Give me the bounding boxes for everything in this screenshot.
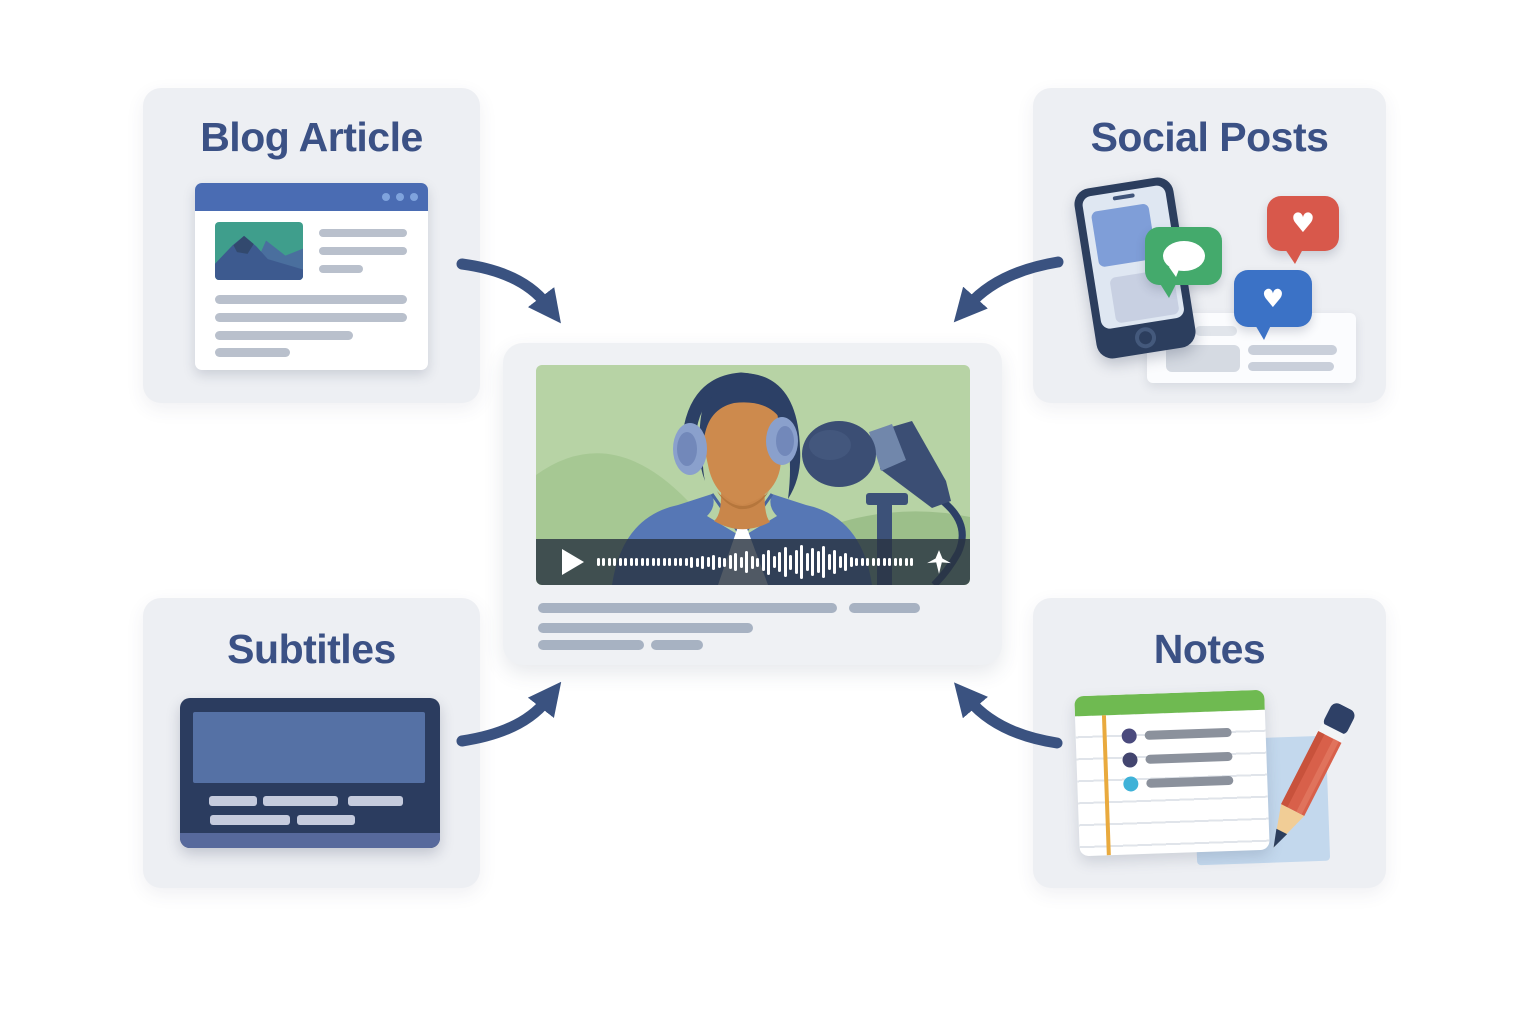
tv-screen — [193, 712, 425, 783]
notes-card: Notes — [1033, 598, 1386, 888]
video-title-line — [538, 603, 837, 613]
send-plane-icon — [927, 550, 951, 574]
waveform — [594, 545, 916, 579]
blog-article-card: Blog Article — [143, 88, 480, 403]
bullet-icon — [1123, 776, 1139, 792]
subtitle-line — [209, 796, 257, 806]
home-button-icon — [1133, 325, 1158, 350]
subtitle-line — [263, 796, 338, 806]
text-line — [215, 348, 290, 357]
phone-speaker — [1112, 193, 1135, 201]
chat-bubble-icon — [1145, 227, 1222, 298]
text-line — [215, 331, 353, 340]
text-line — [1248, 362, 1334, 371]
note-text-line — [1146, 775, 1234, 788]
tv-base-strip — [180, 833, 440, 848]
video-meta-line — [538, 623, 753, 633]
browser-header-bar — [195, 183, 428, 211]
note-text-line — [1145, 751, 1233, 764]
social-posts-card: Social Posts ♥ ♥ — [1033, 88, 1386, 403]
video-meta-line — [538, 640, 644, 650]
player-controls-bar — [536, 539, 970, 585]
post-image-placeholder — [1166, 345, 1240, 372]
subtitle-line — [348, 796, 403, 806]
text-line — [319, 247, 407, 255]
bullet-icon — [1122, 752, 1138, 768]
speech-bubble-icon — [1162, 241, 1205, 277]
text-line — [319, 229, 407, 237]
subtitles-title: Subtitles — [227, 626, 396, 672]
video-player-card — [503, 343, 1002, 665]
bullet-icon — [1121, 728, 1137, 744]
video-meta-line — [651, 640, 703, 650]
notepad-illustration — [1074, 689, 1270, 857]
social-posts-title: Social Posts — [1090, 114, 1329, 160]
video-meta-line — [849, 603, 920, 613]
browser-window-illustration — [195, 183, 428, 370]
text-line — [1195, 326, 1237, 336]
text-line — [319, 265, 363, 273]
article-image-thumbnail — [215, 222, 303, 280]
blog-article-title: Blog Article — [200, 114, 423, 160]
text-line — [215, 313, 407, 322]
subtitle-line — [210, 815, 290, 825]
note-text-line — [1144, 727, 1232, 740]
like-bubble-icon: ♥ — [1234, 270, 1312, 340]
pencil-icon — [1273, 703, 1355, 848]
subtitles-card: Subtitles — [143, 598, 480, 888]
window-dots-icon — [382, 193, 418, 201]
heart-icon: ♥ — [1290, 208, 1316, 239]
video-frame — [536, 365, 970, 585]
like-bubble-icon: ♥ — [1267, 196, 1339, 264]
subtitle-line — [297, 815, 355, 825]
text-line — [215, 295, 407, 304]
heart-icon: ♥ — [1261, 284, 1285, 313]
text-line — [1248, 345, 1337, 355]
play-icon[interactable] — [562, 549, 584, 575]
video-screen-illustration — [180, 698, 440, 848]
notes-title: Notes — [1153, 626, 1266, 672]
